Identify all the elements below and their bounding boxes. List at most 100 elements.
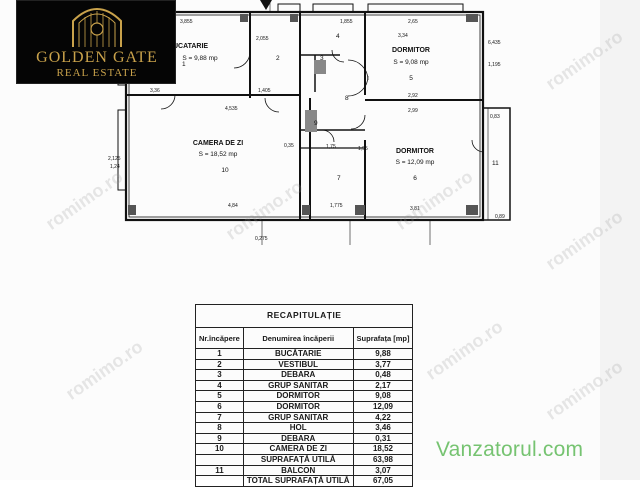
cell-nr: 7 xyxy=(195,411,244,424)
cell-nr: 9 xyxy=(195,432,244,445)
room-number-10: 10 xyxy=(221,167,229,174)
cell-nr: 6 xyxy=(195,400,244,413)
table-title: RECAPITULAȚIE xyxy=(194,304,414,328)
dim-label: 1,855 xyxy=(340,19,353,25)
cell-name: DEBARA xyxy=(242,432,354,445)
cell-area: 12,09 xyxy=(352,400,414,413)
dim-label: 0,275 xyxy=(255,236,268,242)
recap-table-container: RECAPITULAȚIE Nr.încăpere Denumirea încă… xyxy=(194,304,414,487)
plan-door-arcs xyxy=(160,49,485,153)
plan-dimensions: 3,855 1,855 2,65 6,435 3,36 4,535 1,405 … xyxy=(108,19,505,242)
room-area-bucatarie: S = 9,88 mp xyxy=(182,55,218,62)
cell-area: 9,08 xyxy=(352,390,414,402)
romimo-watermark: romimo.ro xyxy=(422,316,507,384)
cell-nr: 5 xyxy=(195,390,244,402)
dim-label: 1,75 xyxy=(326,144,336,150)
plan-walls xyxy=(117,3,511,222)
room-number-9: 9 xyxy=(314,120,318,127)
cell-nr: 10 xyxy=(195,443,244,455)
dim-label: 2,65 xyxy=(408,19,418,25)
cell-area: 4,22 xyxy=(352,411,414,424)
room-label-dormitor-5: DORMITOR xyxy=(392,47,430,54)
room-number-3: 3 xyxy=(320,55,324,62)
romimo-watermark: romimo.ro xyxy=(62,336,147,404)
dim-label: 4,535 xyxy=(225,106,238,112)
cell-nr: 2 xyxy=(195,358,244,371)
dim-label: 2,125 xyxy=(108,156,121,162)
recap-table: RECAPITULAȚIE Nr.încăpere Denumirea încă… xyxy=(194,304,414,487)
dim-label: 3,36 xyxy=(150,88,160,94)
cell-nr: 8 xyxy=(195,422,244,434)
header-number: Nr.încăpere xyxy=(195,327,244,349)
dim-label: 1,24 xyxy=(110,164,120,170)
cell-name: GRUP SANITAR xyxy=(242,411,354,424)
cell-area: 0,31 xyxy=(352,432,414,445)
cell-nr: 3 xyxy=(195,369,244,381)
company-logo: GOLDEN GATE REAL ESTATE xyxy=(16,0,176,84)
cell-area: 0,48 xyxy=(352,369,414,381)
cell-name: DEBARA xyxy=(242,369,354,381)
cell-nr xyxy=(195,475,244,487)
room-number-4: 4 xyxy=(336,33,340,40)
header-area: Suprafața [mp] xyxy=(352,327,414,349)
table-header-row: Nr.încăpere Denumirea încăperii Suprafaț… xyxy=(195,327,414,349)
cell-area: 3,46 xyxy=(352,422,414,434)
room-number-7: 7 xyxy=(337,175,341,182)
room-label-bucatarie: BUCATARIE xyxy=(168,43,209,50)
room-number-2: 2 xyxy=(276,55,280,62)
cell-name: DORMITOR xyxy=(242,400,354,413)
balcony-label: BALCON xyxy=(242,464,354,477)
dim-label: 1,775 xyxy=(330,203,343,209)
cell-area: 3,77 xyxy=(352,358,414,371)
cell-nr: 1 xyxy=(195,348,244,360)
balcony-value: 3,07 xyxy=(352,464,414,477)
room-label-camera-de-zi: CAMERA DE ZI xyxy=(193,140,243,147)
usable-area-value: 63,98 xyxy=(352,453,414,466)
dim-label: 2,99 xyxy=(408,108,418,114)
site-watermark: Vanzatorul.com xyxy=(436,438,584,461)
logo-name: GOLDEN GATE xyxy=(36,49,158,66)
room-area-dormitor-6: S = 12,09 mp xyxy=(396,159,435,166)
room-area-dormitor-5: S = 9,08 mp xyxy=(393,59,429,66)
dim-label: 1,95 xyxy=(358,146,368,152)
room-area-camera-de-zi: S = 18,52 mp xyxy=(199,151,238,158)
dim-label: 2,92 xyxy=(408,93,418,99)
cell-name: DORMITOR xyxy=(242,390,354,402)
cell-name: VESTIBUL xyxy=(242,358,354,371)
dim-label: 6,435 xyxy=(488,40,501,46)
total-value: 67,05 xyxy=(352,475,414,487)
room-number-1: 1 xyxy=(182,61,186,68)
cell-name: GRUP SANITAR xyxy=(242,379,354,392)
usable-area-label: SUPRAFAȚĂ UTILĂ xyxy=(242,453,354,466)
cell-nr: 4 xyxy=(195,379,244,392)
dim-label: 0,89 xyxy=(495,214,505,220)
cell-area: 18,52 xyxy=(352,443,414,455)
cell-area: 9,88 xyxy=(352,348,414,360)
north-arrow-icon xyxy=(260,0,272,10)
cell-area: 2,17 xyxy=(352,379,414,392)
room-number-5: 5 xyxy=(409,75,413,82)
dim-label: 4,84 xyxy=(228,203,238,209)
dim-label: 3,81 xyxy=(410,206,420,212)
cell-name: HOL xyxy=(242,422,354,434)
cell-nr xyxy=(195,453,244,466)
dim-label: 0,83 xyxy=(490,114,500,120)
table-title-row: RECAPITULAȚIE xyxy=(194,304,414,328)
total-label: TOTAL SUPRAFAȚĂ UTILĂ xyxy=(242,475,354,487)
dim-label: 1,195 xyxy=(488,62,501,68)
dim-label: 0,35 xyxy=(284,143,294,149)
logo-subtitle: REAL ESTATE xyxy=(56,67,138,79)
dim-label: 2,055 xyxy=(256,36,269,42)
